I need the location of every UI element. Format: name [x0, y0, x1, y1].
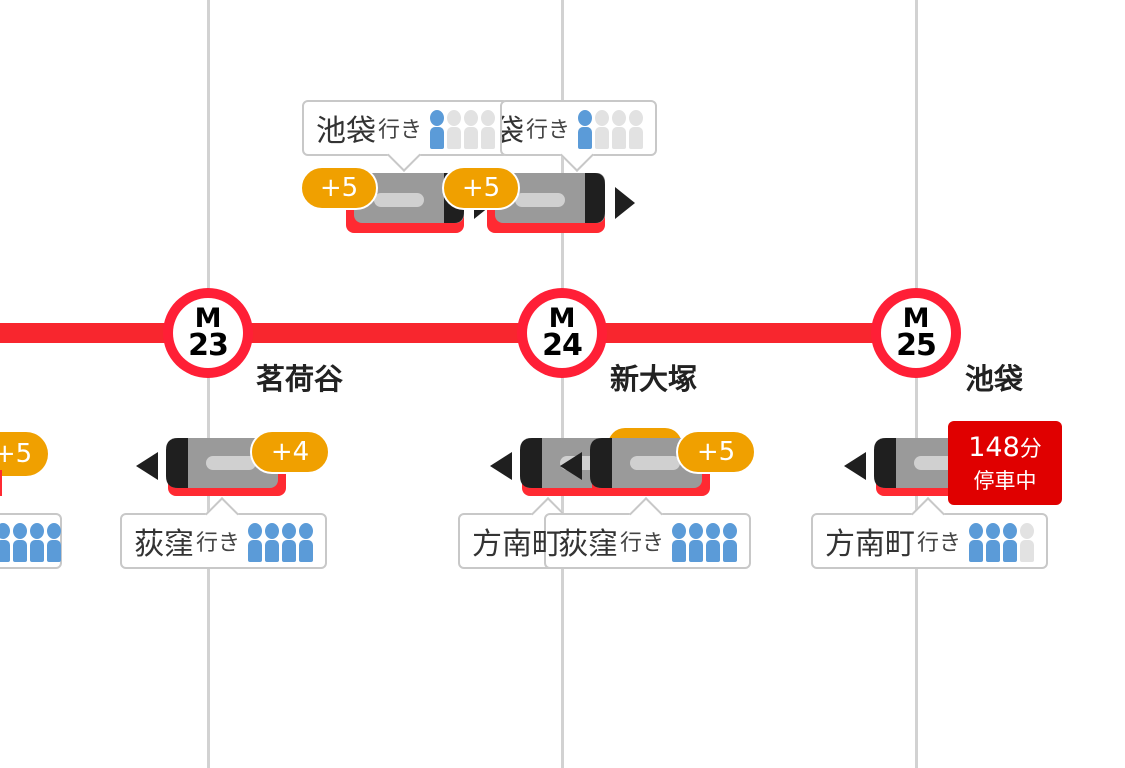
crowding-level-icon [430, 108, 496, 149]
track-guide-line [915, 0, 918, 768]
bound-suffix: 行き [378, 118, 423, 143]
destination-name: 方南町 [825, 527, 915, 562]
station-line-letter: M [194, 302, 222, 334]
delay-badge: +5 [0, 432, 48, 476]
delay-badge: +5 [300, 166, 378, 210]
train-destination-callout[interactable] [0, 513, 62, 569]
station-name[interactable]: 茗荷谷 [256, 362, 344, 396]
train-destination-callout[interactable]: 荻窪 行き [544, 497, 752, 569]
station-name[interactable]: 新大塚 [610, 362, 698, 396]
crowding-level-icon [0, 521, 61, 562]
track-guide-line [561, 0, 564, 768]
stopped-minutes: 148 [968, 432, 1020, 463]
bound-suffix: 行き [526, 118, 571, 143]
destination-name: 方南町 [472, 527, 562, 562]
crowding-level-icon [672, 521, 738, 562]
station-line-letter: M [548, 302, 576, 334]
stopped-label: 停車中 [973, 469, 1037, 493]
station-name[interactable]: 池袋 [965, 362, 1024, 396]
train-destination-callout[interactable]: 池袋 行き [500, 100, 658, 172]
destination-name: 池袋 [502, 114, 524, 149]
station-number: 25 [896, 327, 937, 363]
delay-badge: +5 [442, 166, 520, 210]
station-marker-m25[interactable]: M 25 [871, 288, 961, 378]
train-destination-callout[interactable]: 荻窪 行き [120, 497, 328, 569]
station-marker-m24[interactable]: M 24 [517, 288, 607, 378]
delay-badge: +4 [250, 430, 330, 474]
crowding-level-icon [578, 108, 644, 149]
bound-suffix: 行き [917, 531, 962, 556]
crowding-level-icon [969, 521, 1035, 562]
marunouchi-route-line [0, 323, 930, 343]
station-number: 23 [188, 327, 229, 363]
crowding-level-icon [248, 521, 314, 562]
bound-suffix: 行き [196, 531, 241, 556]
stopped-status-badge: 148分 停車中 [948, 421, 1062, 505]
station-line-letter: M [902, 302, 930, 334]
train-destination-callout[interactable]: 方南町 行き [811, 497, 1049, 569]
destination-name: 池袋 [316, 114, 376, 149]
train-destination-callout[interactable]: 池袋 行き [302, 100, 510, 172]
destination-name: 荻窪 [134, 527, 194, 562]
track-guide-line [207, 0, 210, 768]
station-number: 24 [542, 327, 583, 363]
delay-badge: +5 [676, 430, 756, 474]
minutes-unit: 分 [1019, 437, 1042, 462]
station-marker-m23[interactable]: M 23 [163, 288, 253, 378]
bound-suffix: 行き [620, 531, 665, 556]
train-icon-partial[interactable] [0, 470, 2, 496]
destination-name: 荻窪 [558, 527, 618, 562]
